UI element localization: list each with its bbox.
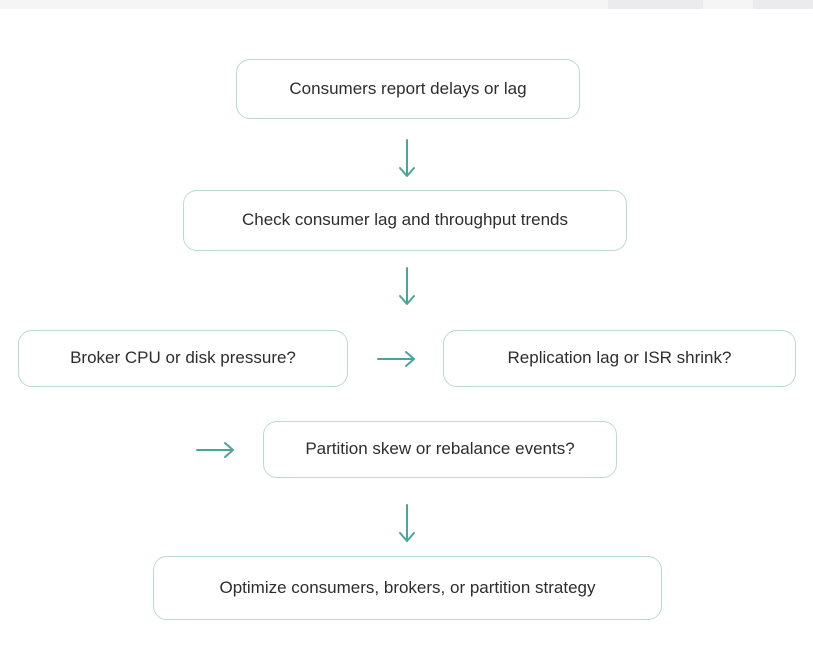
arrow-right-icon	[196, 440, 236, 460]
node-label: Broker CPU or disk pressure?	[70, 348, 296, 368]
top-strip-segment	[753, 0, 813, 9]
node-optimize-strategy: Optimize consumers, brokers, or partitio…	[153, 556, 662, 620]
arrow-down-icon	[397, 267, 417, 307]
node-label: Replication lag or ISR shrink?	[507, 348, 732, 368]
node-label: Partition skew or rebalance events?	[305, 439, 575, 459]
node-replication-lag-isr: Replication lag or ISR shrink?	[443, 330, 796, 387]
node-consumers-report-delays: Consumers report delays or lag	[236, 59, 580, 119]
arrow-down-icon	[397, 139, 417, 179]
top-strip	[0, 0, 813, 9]
node-label: Consumers report delays or lag	[289, 78, 527, 98]
node-label: Optimize consumers, brokers, or partitio…	[219, 577, 596, 597]
node-label: Check consumer lag and throughput trends	[241, 210, 569, 230]
node-check-consumer-lag: Check consumer lag and throughput trends	[183, 190, 627, 251]
node-broker-cpu-disk: Broker CPU or disk pressure?	[18, 330, 348, 387]
top-strip-segment	[608, 0, 703, 9]
arrow-right-icon	[377, 349, 417, 369]
arrow-down-icon	[397, 504, 417, 544]
node-partition-skew-rebalance: Partition skew or rebalance events?	[263, 421, 617, 478]
